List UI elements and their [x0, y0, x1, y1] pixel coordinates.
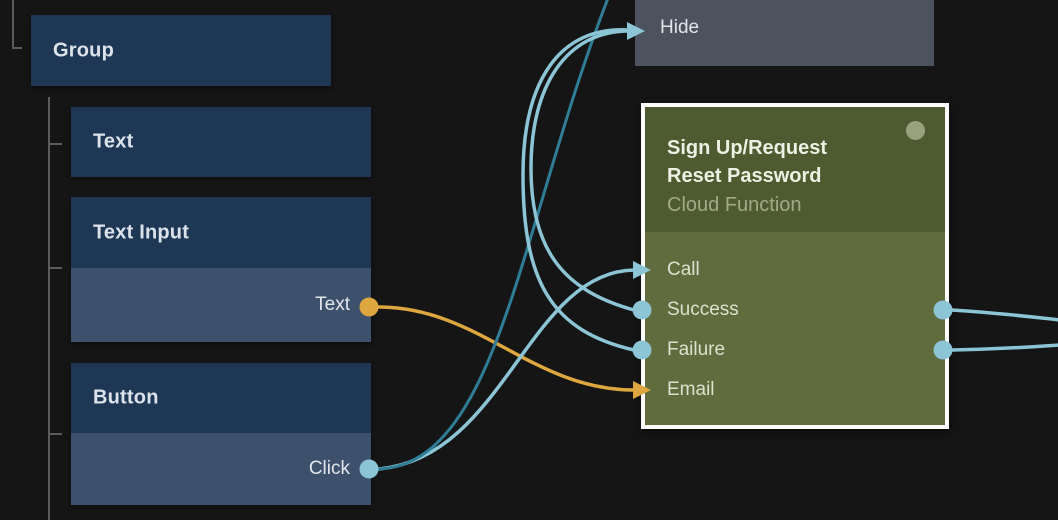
port-failure-output-dot[interactable] [933, 340, 953, 360]
port-text-output-label[interactable]: Text [315, 294, 350, 315]
node-button-ports: Click [71, 433, 371, 505]
node-text-input[interactable]: Text Input Text [71, 197, 371, 342]
node-cloud-function-header[interactable]: Sign Up/Request Reset Password Cloud Fun… [645, 107, 945, 232]
port-success-output-dot[interactable] [933, 300, 953, 320]
node-cloud-function[interactable]: Sign Up/Request Reset Password Cloud Fun… [641, 103, 949, 429]
connection-success-to-hide[interactable] [529, 29, 636, 312]
port-success-label[interactable]: Success [667, 299, 739, 320]
node-text-header[interactable]: Text [71, 107, 371, 177]
connection-success-to-offscreen[interactable] [950, 308, 1058, 322]
port-click-output-label[interactable]: Click [308, 458, 350, 479]
port-hide-input-arrow-icon[interactable] [627, 22, 645, 40]
connection-text-to-email[interactable] [376, 305, 636, 392]
port-call-input-arrow-icon[interactable] [633, 261, 651, 279]
node-title: Button [93, 386, 159, 409]
connection-click-to-call[interactable] [376, 268, 636, 471]
port-hide-input-label[interactable]: Hide [660, 17, 700, 38]
node-group-header[interactable]: Group [31, 15, 331, 86]
connection-failure-to-offscreen[interactable] [950, 343, 1058, 352]
node-group[interactable]: Group [31, 15, 331, 86]
port-email-label[interactable]: Email [667, 379, 715, 400]
node-title: Text [93, 130, 134, 153]
port-email-input-arrow-icon[interactable] [633, 381, 651, 399]
tree-connector-line [48, 143, 62, 145]
node-button[interactable]: Button Click [71, 363, 371, 505]
node-text-input-header[interactable]: Text Input [71, 197, 371, 268]
tree-connector-line [12, 0, 14, 49]
node-status-dot [906, 121, 925, 140]
node-text-input-ports: Text [71, 268, 371, 342]
node-hide-target[interactable]: Hide [635, 0, 934, 66]
node-subtitle: Cloud Function [667, 194, 802, 216]
port-success-left-dot[interactable] [632, 300, 652, 320]
connection-click-to-offscreen[interactable] [376, 0, 612, 471]
port-call-label[interactable]: Call [667, 259, 700, 280]
node-title: Sign Up/Request Reset Password [667, 137, 828, 187]
node-cloud-function-ports: Call Success Failure Email [645, 232, 945, 425]
node-title: Group [53, 39, 114, 61]
connection-failure-to-hide[interactable] [521, 28, 636, 352]
port-failure-label[interactable]: Failure [667, 339, 726, 360]
tree-connector-line [48, 267, 62, 269]
port-text-output-dot[interactable] [359, 297, 379, 317]
node-title: Text Input [93, 221, 190, 243]
node-button-header[interactable]: Button [71, 363, 371, 433]
tree-connector-line [12, 47, 22, 49]
port-failure-left-dot[interactable] [632, 340, 652, 360]
port-click-output-dot[interactable] [359, 459, 379, 479]
tree-connector-line [48, 97, 50, 520]
tree-connector-line [48, 433, 62, 435]
node-text[interactable]: Text [71, 107, 371, 177]
